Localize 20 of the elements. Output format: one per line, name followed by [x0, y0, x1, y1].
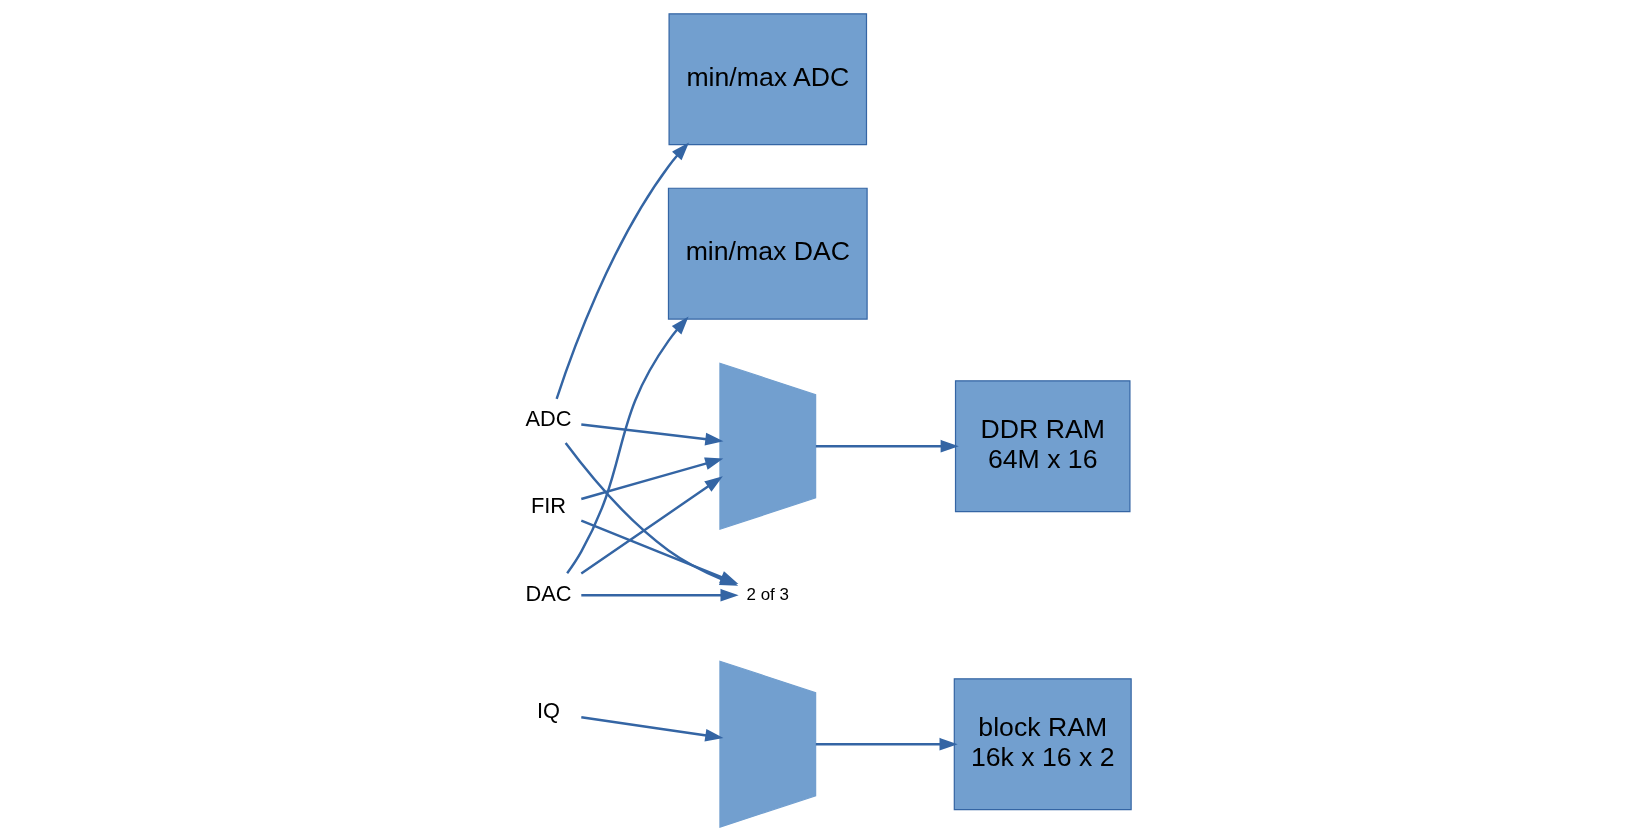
node-text: DAC	[525, 580, 572, 606]
arrow	[565, 316, 689, 574]
node-trapezoid	[718, 659, 816, 828]
node-text: FIR	[530, 492, 566, 518]
arrow	[815, 737, 958, 751]
node-text: ADC	[525, 405, 572, 431]
node-text: IQ	[536, 697, 560, 723]
arrow	[580, 422, 723, 445]
node-box: min/max ADC	[667, 12, 867, 145]
node-box: block RAM 16k x 16 x 2	[953, 677, 1132, 810]
node-text: 2 of 3	[746, 584, 789, 604]
node-trapezoid	[718, 361, 816, 530]
node-box: min/max DAC	[667, 187, 868, 320]
arrow	[815, 439, 959, 453]
arrow	[580, 588, 739, 602]
arrow	[580, 456, 723, 500]
arrow	[580, 475, 723, 575]
arrow	[580, 715, 723, 742]
node-box: DDR RAM 64M x 16	[954, 379, 1131, 512]
arrow	[555, 141, 689, 399]
